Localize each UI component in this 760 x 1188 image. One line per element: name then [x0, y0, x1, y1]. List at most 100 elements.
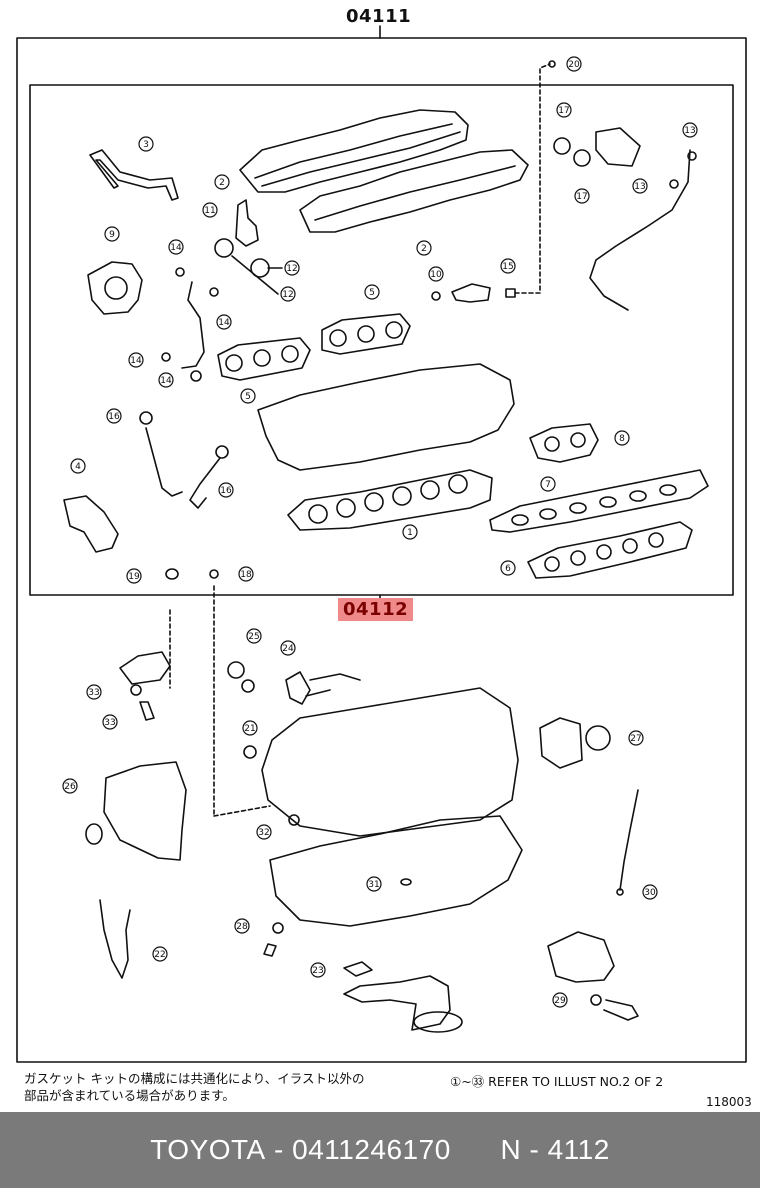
callout-13: 13 [632, 178, 648, 194]
callout-18: 18 [238, 566, 254, 582]
cam-cover-gasket-1 [239, 109, 469, 193]
footer-brand: TOYOTA [150, 1134, 266, 1165]
callout-13: 13 [682, 122, 698, 138]
callout-11: 11 [202, 202, 218, 218]
figure-number: 118003 [706, 1095, 752, 1109]
callout-14: 14 [216, 314, 232, 330]
callout-number: 5 [369, 288, 375, 298]
callout-number: 25 [248, 632, 259, 642]
callout-number: 14 [130, 356, 142, 366]
oring-17a [553, 137, 571, 155]
oil-strainer [343, 975, 451, 1031]
callout-number: 9 [109, 230, 115, 240]
wire-gasket [89, 149, 179, 201]
rear-oil-seal-retainer [539, 717, 583, 769]
callout-number: 27 [630, 734, 641, 744]
water-pump-gasket [119, 651, 171, 685]
gasket-8 [529, 423, 599, 463]
callout-number: 14 [160, 376, 172, 386]
seal-14d [190, 370, 202, 382]
callout-3: 3 [138, 136, 154, 152]
callout-1: 1 [402, 524, 418, 540]
pipe [181, 281, 205, 369]
seal-13a [687, 151, 697, 161]
water-outlet-gasket [63, 495, 119, 553]
callout-number: 14 [170, 243, 182, 253]
callout-22: 22 [152, 946, 168, 962]
callout-32: 32 [256, 824, 272, 840]
callout-number: 24 [282, 644, 294, 654]
gasket-24 [285, 671, 311, 705]
callout-number: 31 [368, 880, 379, 890]
gasket-31 [400, 878, 412, 886]
callout-12: 12 [280, 286, 296, 302]
cam-cover-gasket-2-inner [314, 165, 516, 221]
callout-14: 14 [168, 239, 184, 255]
callout-number: 21 [244, 724, 255, 734]
exploded-parts-diagram: 1223455678910111212131314141414151616171… [16, 25, 747, 1063]
callout-14: 14 [158, 372, 174, 388]
exhaust-gasket-6 [527, 521, 693, 579]
callout-number: 7 [545, 480, 551, 490]
callout-number: 2 [421, 244, 427, 254]
callout-29: 29 [552, 992, 568, 1008]
cam-cover-gasket-1-inner [254, 123, 461, 187]
callout-number: 30 [644, 888, 656, 898]
callout-17: 17 [574, 188, 590, 204]
callout-28: 28 [234, 918, 250, 934]
callout-number: 16 [220, 486, 232, 496]
callout-27: 27 [628, 730, 644, 746]
manifold-gasket-5a [217, 337, 311, 381]
oring-32 [288, 814, 300, 826]
seal-19 [165, 568, 179, 580]
assembly-frame-04111 [16, 37, 747, 1063]
footer-gap [451, 1134, 501, 1166]
callout-number: 33 [104, 718, 115, 728]
callout-number: 5 [245, 392, 251, 402]
seal-25a [227, 661, 245, 679]
callout-14: 14 [128, 352, 144, 368]
callout-9: 9 [104, 226, 120, 242]
bracket-17 [595, 127, 641, 167]
subassembly-code-label: 04112 [338, 598, 414, 621]
dipstick-guide [619, 789, 639, 891]
callout-6: 6 [500, 560, 516, 576]
callout-number: 13 [634, 182, 645, 192]
callout-26: 26 [62, 778, 78, 794]
callout-number: 29 [554, 996, 566, 1006]
note-jp-line-1: ガスケット キットの構成には共通化により、イラスト以外の [24, 1071, 365, 1086]
seal-15 [505, 288, 516, 298]
callout-number: 12 [282, 290, 293, 300]
seal-13b [669, 179, 679, 189]
callout-number: 8 [619, 434, 625, 444]
footer-bar: TOYOTA - 0411246170 N - 4112 [0, 1112, 760, 1188]
callout-number: 11 [204, 206, 215, 216]
timing-cover [103, 761, 187, 861]
footer-separator: - [265, 1134, 293, 1165]
note-japanese: ガスケット キットの構成には共通化により、イラスト以外の 部品が含まれている場合… [24, 1070, 444, 1104]
manifold-gasket-5b [321, 313, 411, 355]
seal-14b [209, 287, 219, 297]
callout-number: 19 [128, 572, 140, 582]
callout-number: 2 [219, 178, 225, 188]
callout-number: 13 [684, 126, 695, 136]
assembly-code-label: 04111 [346, 6, 412, 27]
cylinder-head-gasket [287, 469, 493, 531]
valve-seal-16a [139, 411, 153, 425]
callout-21: 21 [242, 720, 258, 736]
oil-seal-26 [85, 823, 103, 845]
oring-17b [573, 149, 591, 167]
callout-17: 17 [556, 102, 572, 118]
callout-number: 10 [430, 270, 442, 280]
callout-number: 17 [558, 106, 569, 116]
oring-12a [214, 238, 234, 258]
gasket-22 [99, 899, 131, 979]
callout-2: 2 [214, 174, 230, 190]
callout-2: 2 [416, 240, 432, 256]
oring-21 [243, 745, 257, 759]
cylinder-block-outline [261, 687, 519, 837]
callout-number: 14 [218, 318, 230, 328]
callout-19: 19 [126, 568, 142, 584]
callout-number: 4 [75, 462, 81, 472]
callout-24: 24 [280, 640, 296, 656]
